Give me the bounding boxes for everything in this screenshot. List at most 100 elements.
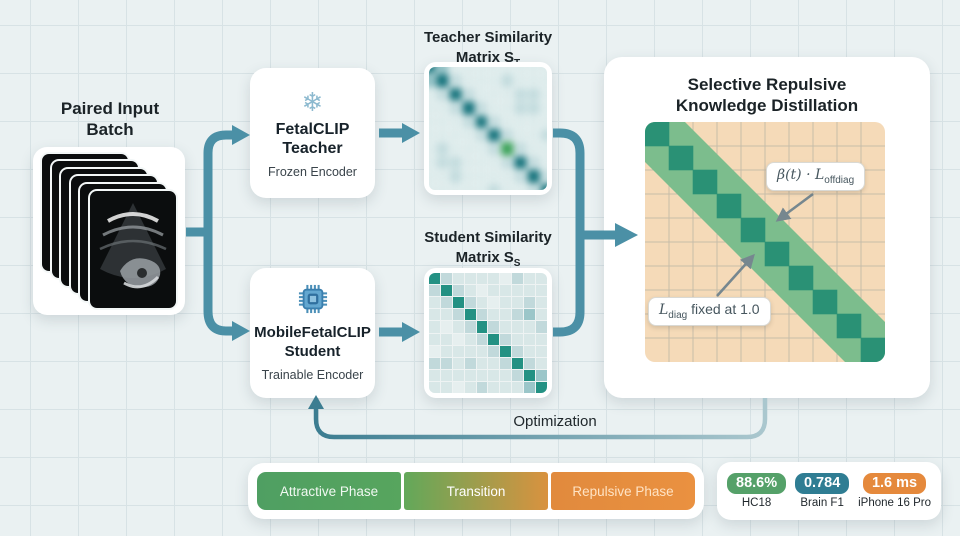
- matrix-cell: [524, 309, 536, 321]
- matrix-cell: [475, 129, 488, 142]
- phase-attractive: Attractive Phase: [257, 472, 401, 510]
- matrix-cell: [475, 115, 488, 128]
- matrix-cell: [536, 357, 547, 369]
- teacher-to-matrix-arrow: [402, 123, 420, 143]
- paired-input-line1: Paired Input: [60, 99, 160, 118]
- offdiag-loss-badge: β(t) · Loffdiag: [766, 162, 866, 191]
- phase-track: Attractive Phase Transition Repulsive Ph…: [257, 472, 695, 510]
- stat-brain-f1: 0.784 Brain F1: [794, 473, 850, 509]
- matrix-cell: [449, 142, 462, 156]
- matrix-cell: [476, 297, 488, 309]
- matrix-cell: [475, 156, 488, 169]
- matrix-cell: [476, 381, 488, 393]
- matrix-cell: [536, 297, 547, 309]
- matrix-cell: [476, 309, 488, 321]
- matrix-cell: [501, 142, 514, 156]
- matrix-cell: [429, 381, 440, 393]
- kd-title-line1: Selective Repulsive: [687, 75, 847, 94]
- matrix-cell: [449, 129, 462, 142]
- matrix-cell: [514, 67, 527, 74]
- matrix-cell: [488, 74, 501, 88]
- matrix-cell: [488, 309, 500, 321]
- matrix-cell: [476, 285, 488, 297]
- matrix-cell: [449, 88, 462, 101]
- matrix-cell: [527, 142, 540, 156]
- matrix-cell: [501, 74, 514, 88]
- matrix-cell: [464, 357, 476, 369]
- matrix-cell: [488, 169, 501, 183]
- matrix-cell: [429, 67, 436, 74]
- matrix-cell: [488, 88, 501, 101]
- matrix-cell: [514, 156, 527, 169]
- matrix-cell: [440, 369, 452, 381]
- matrix-cell: [540, 88, 547, 101]
- matrix-cell: [540, 169, 547, 183]
- matrix-cell: [476, 369, 488, 381]
- kd-diagonal-cell: [764, 241, 790, 267]
- matrix-cell: [436, 169, 449, 183]
- matrix-cell: [501, 169, 514, 183]
- matrix-cell: [540, 183, 547, 190]
- matrix-cell: [514, 115, 527, 128]
- arrow-to-student: [232, 321, 250, 341]
- matrix-cell: [452, 321, 464, 333]
- matrix-cell: [436, 142, 449, 156]
- matrix-cell: [500, 345, 512, 357]
- matrix-cell: [436, 74, 449, 88]
- matrix-cell: [440, 273, 452, 285]
- matrix-cell: [500, 357, 512, 369]
- ultrasound-frame: [89, 191, 176, 308]
- matrix-cell: [488, 345, 500, 357]
- matrix-cell: [524, 285, 536, 297]
- matrix-cell: [540, 101, 547, 115]
- matrix-cell: [429, 345, 440, 357]
- kd-box: Selective Repulsive Knowledge Distillati…: [604, 57, 930, 398]
- matrix-cell: [512, 273, 524, 285]
- phase-transition: Transition: [404, 472, 548, 510]
- matrix-cell: [462, 183, 475, 190]
- matrix-cell: [488, 381, 500, 393]
- matrix-cell: [429, 129, 436, 142]
- student-matrix-label-line1: Student Similarity: [424, 229, 552, 246]
- matrix-cell: [512, 321, 524, 333]
- matrix-cell: [501, 156, 514, 169]
- matrix-cell: [429, 101, 436, 115]
- matrix-cell: [524, 333, 536, 345]
- matrix-cell: [449, 74, 462, 88]
- matrix-cell: [488, 357, 500, 369]
- matrix-cell: [475, 88, 488, 101]
- matrix-cell: [488, 285, 500, 297]
- matrix-cell: [536, 273, 547, 285]
- matrix-cell: [464, 285, 476, 297]
- matrix-cell: [501, 115, 514, 128]
- matrix-cell: [488, 321, 500, 333]
- matrix-cell: [514, 88, 527, 101]
- matrix-cell: [488, 183, 501, 190]
- matrix-cell: [540, 115, 547, 128]
- ultrasound-fan: [98, 203, 167, 289]
- matrix-cell: [540, 142, 547, 156]
- matrix-cell: [512, 381, 524, 393]
- matrix-cell: [527, 169, 540, 183]
- kd-diagonal-cell: [716, 193, 742, 219]
- student-matrix-wrap: [429, 273, 547, 393]
- offdiag-loss-subscript: offdiag: [824, 174, 855, 186]
- matrix-cell: [501, 67, 514, 74]
- matrix-cell: [429, 74, 436, 88]
- matrix-cell: [536, 381, 547, 393]
- matrix-cell: [514, 101, 527, 115]
- matrix-cell: [440, 321, 452, 333]
- matrix-cell: [464, 273, 476, 285]
- matrix-cell: [536, 333, 547, 345]
- matrix-cell: [429, 297, 440, 309]
- matrix-cell: [462, 129, 475, 142]
- teacher-matrix-wrap: [429, 67, 547, 190]
- matrix-cell: [449, 169, 462, 183]
- matrix-cell: [527, 129, 540, 142]
- matrix-cell: [449, 156, 462, 169]
- matrix-cell: [464, 369, 476, 381]
- matrix-cell: [475, 142, 488, 156]
- matrix-cell: [452, 333, 464, 345]
- matrix-cell: [462, 74, 475, 88]
- input-stack: [33, 147, 185, 315]
